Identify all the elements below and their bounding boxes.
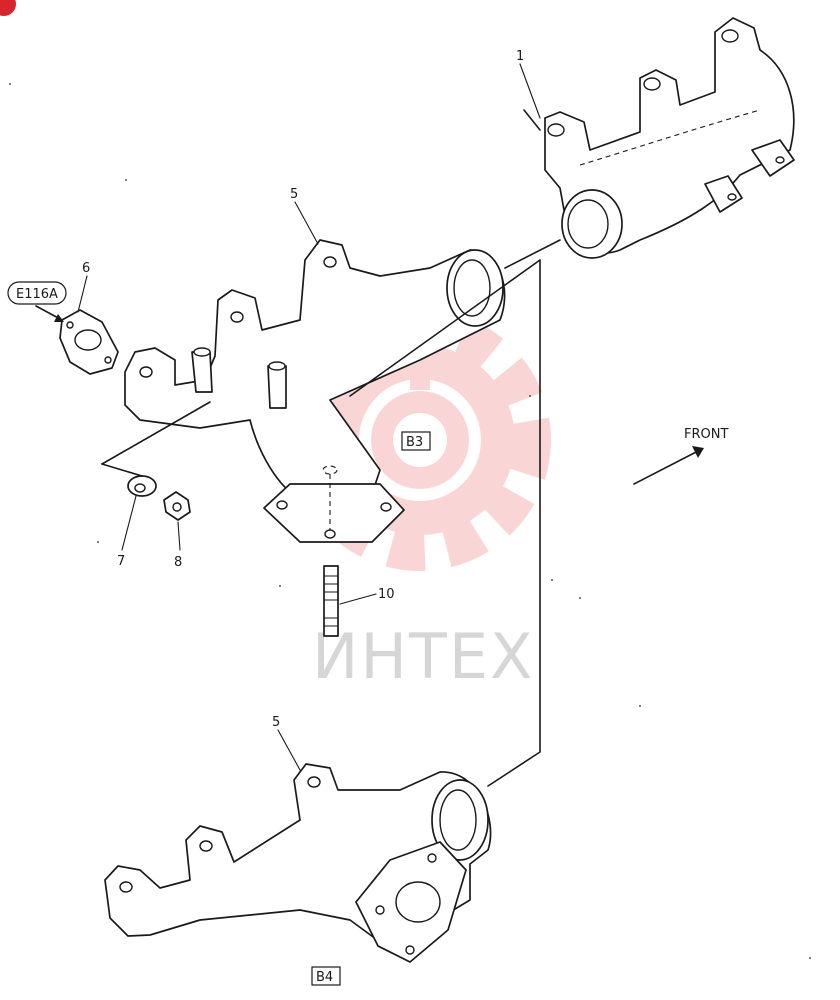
watermark-text: ИНТЕХ <box>312 620 535 693</box>
ref-box-b3 <box>401 431 431 451</box>
ref-label-e116a: E116A <box>16 287 58 302</box>
manifold-section-1 <box>523 17 795 259</box>
part-label-1: 1 <box>516 49 524 64</box>
part-label-5-lower: 5 <box>272 715 280 730</box>
assembly-line <box>349 239 561 787</box>
ref-badge-e116a <box>7 281 67 305</box>
ref-label-b4: B4 <box>316 970 333 985</box>
stud-part-10 <box>323 565 339 637</box>
front-label: FRONT <box>684 427 728 442</box>
nut-part-8 <box>163 491 191 521</box>
part-label-6: 6 <box>82 261 90 276</box>
ref-box-b4 <box>311 966 341 986</box>
corner-badge <box>0 0 16 16</box>
part-label-10: 10 <box>378 587 395 602</box>
gasket-part-6 <box>59 309 119 375</box>
washer-part-7 <box>127 475 157 497</box>
front-arrow <box>633 449 701 485</box>
part-label-8: 8 <box>174 555 182 570</box>
part-label-7: 7 <box>117 554 125 569</box>
part-label-5-upper: 5 <box>290 187 298 202</box>
manifold-section-5-lower <box>104 763 492 963</box>
ref-label-b3: B3 <box>406 435 423 450</box>
scan-specks <box>9 83 811 959</box>
